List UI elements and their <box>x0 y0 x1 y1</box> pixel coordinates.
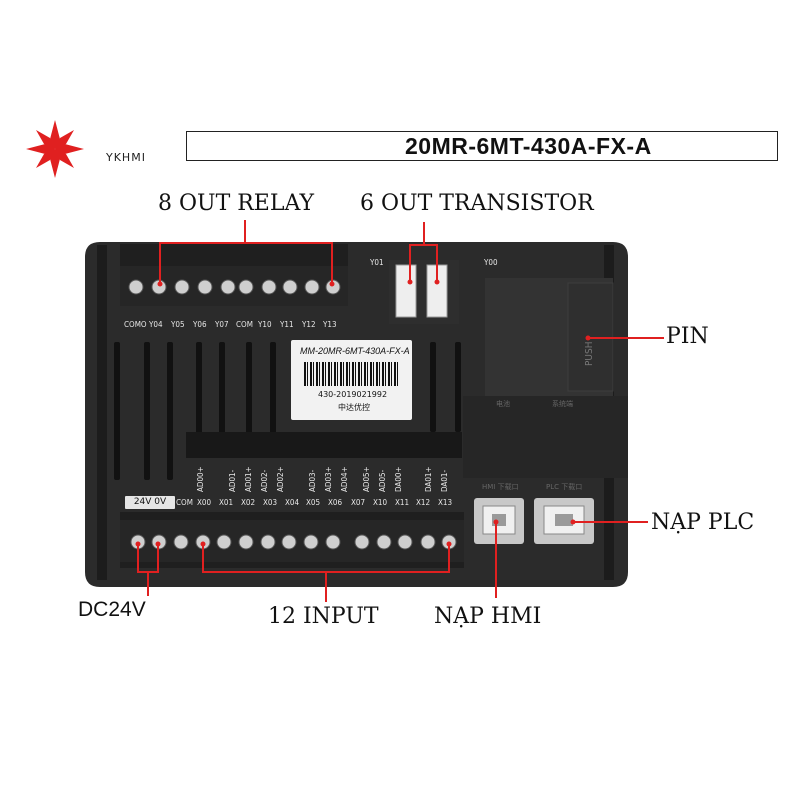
barcode <box>304 362 400 386</box>
terminal-label: X01 <box>219 498 234 507</box>
callout-plc-port: NẠP PLC <box>651 510 755 535</box>
terminal-label: Y07 <box>215 320 229 329</box>
terminal-label: Y10 <box>258 320 272 329</box>
callout-hmi-port: NẠP HMI <box>434 604 542 629</box>
model-title: 20MR-6MT-430A-FX-A <box>405 133 652 159</box>
terminal-label: X00 <box>197 498 212 507</box>
brand-name: YKHMI <box>106 151 146 164</box>
terminal-label: Y06 <box>193 320 207 329</box>
model-title-box <box>186 131 778 161</box>
port-caption-battery: 电池 <box>496 400 510 408</box>
terminal-label: X12 <box>416 498 431 507</box>
terminal-label: COM <box>236 320 253 329</box>
callout-power: DC24V <box>78 598 146 621</box>
callout-transistor: 6 OUT TRANSISTOR <box>360 191 594 216</box>
callout-battery: PIN <box>666 324 709 349</box>
callout-relay: 8 OUT RELAY <box>158 191 314 216</box>
terminal-label: X04 <box>285 498 300 507</box>
terminal-label: X10 <box>373 498 388 507</box>
terminal-label: Y04 <box>149 320 163 329</box>
power-terminal-label: 24V 0V <box>125 496 175 509</box>
sticker-serial: 430-2019021992 <box>318 390 388 399</box>
terminal-label: COM <box>176 498 193 507</box>
terminal-label: Y11 <box>280 320 294 329</box>
terminal-label: X06 <box>328 498 343 507</box>
brand-logo-icon <box>26 120 84 178</box>
terminal-label: X03 <box>263 498 278 507</box>
terminal-label: X07 <box>351 498 366 507</box>
callout-inputs: 12 INPUT <box>268 604 379 629</box>
terminal-label: Y05 <box>171 320 185 329</box>
connector-label-y00: Y00 <box>484 258 498 267</box>
terminal-label: Y13 <box>323 320 337 329</box>
terminal-label: COMO <box>124 320 147 329</box>
terminal-label: X11 <box>395 498 410 507</box>
terminal-label: X02 <box>241 498 256 507</box>
connector-label-y01: Y01 <box>370 258 384 267</box>
sticker-maker: 中达优控 <box>338 403 370 412</box>
sticker-model: MM-20MR-6MT-430A-FX-A <box>300 346 410 356</box>
port-caption-system: 系统端 <box>552 400 573 408</box>
port-caption-hmi: HMI 下载口 <box>482 483 519 491</box>
terminal-label: X05 <box>306 498 321 507</box>
port-caption-plc: PLC 下载口 <box>546 483 583 491</box>
terminal-label: X13 <box>438 498 453 507</box>
terminal-label: Y12 <box>302 320 316 329</box>
